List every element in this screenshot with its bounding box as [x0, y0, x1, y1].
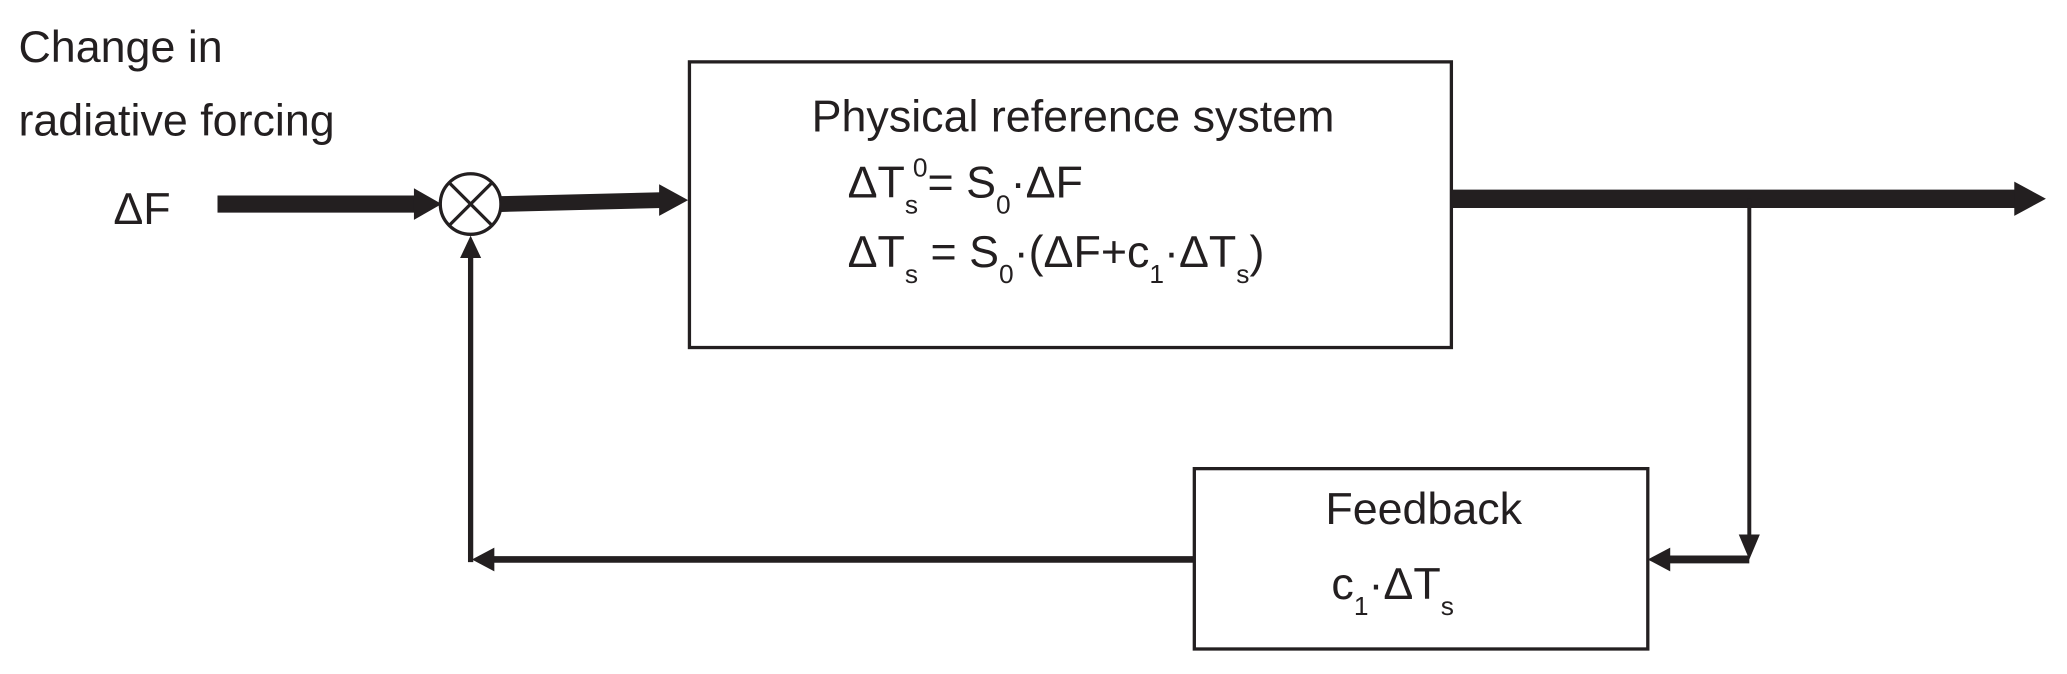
- junction-to-system-arrow: [500, 184, 689, 216]
- summing-junction-icon: [438, 172, 503, 236]
- output-arrow: [1451, 181, 2046, 216]
- input-label-line1: Change in: [18, 22, 222, 72]
- physical-system-box: Physical reference system ΔTs0= S0·ΔF ΔT…: [687, 60, 1454, 350]
- input-arrow: [217, 188, 442, 220]
- equation-1: ΔTs0= S0·ΔF: [848, 152, 1083, 219]
- feedback-tap-arrow: [1647, 198, 1760, 572]
- system-title: Physical reference system: [812, 92, 1335, 142]
- feedback-box: Feedback c1·ΔTs: [1192, 466, 1650, 651]
- input-label-line2: radiative forcing: [18, 96, 334, 146]
- feedback-return-arrow: [460, 235, 1195, 572]
- feedback-expression: c1·ΔTs: [1331, 559, 1453, 621]
- input-symbol: ΔF: [113, 184, 170, 234]
- equation-2: ΔTs = S0·(ΔF+c1·ΔTs): [848, 227, 1265, 289]
- feedback-title: Feedback: [1325, 484, 1522, 534]
